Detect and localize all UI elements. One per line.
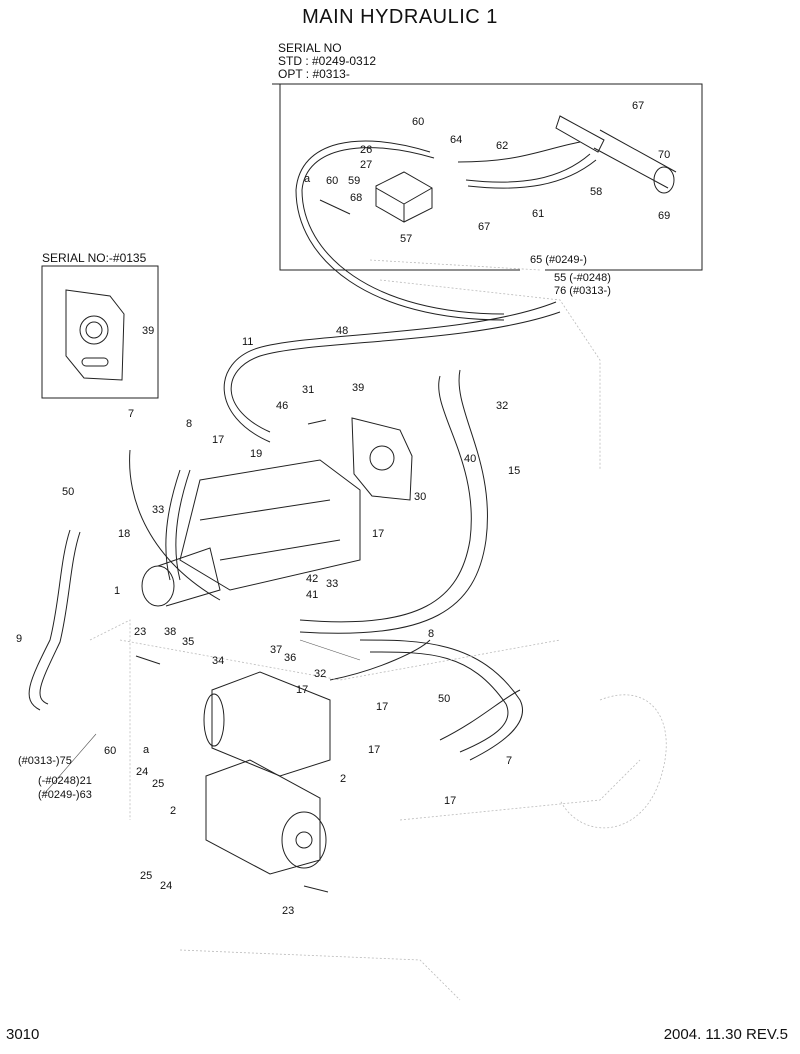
serial-inset-frame <box>272 83 703 271</box>
callout: 8 <box>428 628 435 640</box>
serial-heading: SERIAL NO <box>278 41 342 55</box>
hose-50 <box>439 689 521 741</box>
callout: 24 <box>160 880 173 892</box>
callout: 60 <box>412 116 425 128</box>
inset-hose-62 <box>457 141 581 163</box>
callout: 30 <box>414 491 427 503</box>
inset-hose-60 <box>295 140 505 321</box>
serial-std: STD : #0249-0312 <box>278 54 377 68</box>
callout: 2 <box>340 773 347 785</box>
gasket-main <box>351 417 413 501</box>
cylinder-body <box>593 129 677 189</box>
callout: 64 <box>450 134 463 146</box>
callout: 41 <box>306 589 319 601</box>
callout: 67 <box>478 221 491 233</box>
gear-pump-upper <box>211 671 331 777</box>
callout: 67 <box>632 100 645 112</box>
callout: 9 <box>16 633 23 645</box>
callout: 39 <box>142 325 155 337</box>
callout: 50 <box>62 486 75 498</box>
callout: 59 <box>348 175 361 187</box>
callout: 61 <box>532 208 545 220</box>
callout: 55 (-#0248) <box>554 272 611 284</box>
callout: 70 <box>658 149 671 161</box>
callout: 35 <box>182 636 195 648</box>
inset-hose-61 <box>465 153 591 183</box>
small-inset-frame <box>41 265 159 399</box>
callout: 19 <box>250 448 263 460</box>
callout: 2 <box>170 805 177 817</box>
callout: 18 <box>118 528 131 540</box>
callout: 34 <box>212 655 225 667</box>
callout: 25 <box>140 870 153 882</box>
callout: 31 <box>302 384 315 396</box>
gear-pump-lower <box>205 759 321 875</box>
revision-date: 2004. 11.30 REV.5 <box>663 1026 788 1043</box>
callout: 42 <box>306 573 319 585</box>
hose-11 <box>230 311 561 433</box>
serial-small: SERIAL NO:-#0135 <box>42 251 147 265</box>
callout: 60 <box>104 745 117 757</box>
callout: 17 <box>296 684 309 696</box>
callout: 62 <box>496 140 509 152</box>
callout: 17 <box>376 701 389 713</box>
hose-15 <box>299 375 472 623</box>
callout: 27 <box>360 159 373 171</box>
callout: 25 <box>152 778 165 790</box>
callout: 17 <box>444 795 457 807</box>
hose-9 <box>28 529 71 711</box>
callout: 17 <box>372 528 385 540</box>
callout: (-#0248)21 <box>38 775 92 787</box>
serial-opt: OPT : #0313- <box>278 67 350 81</box>
callout: 58 <box>590 186 603 198</box>
callout: 17 <box>368 744 381 756</box>
callout: 39 <box>352 382 365 394</box>
callout: 76 (#0313-) <box>554 285 611 297</box>
callout: 23 <box>282 905 295 917</box>
hose-8 <box>329 639 431 681</box>
callout: (#0249-)63 <box>38 789 92 801</box>
callout: 32 <box>314 668 327 680</box>
callout: 65 (#0249-) <box>530 254 587 266</box>
callout: 15 <box>508 465 521 477</box>
page-title: MAIN HYDRAULIC 1 <box>302 6 498 28</box>
callout: 7 <box>128 408 135 420</box>
page-number: 3010 <box>6 1026 40 1043</box>
callout: 7 <box>506 755 513 767</box>
callout-letter: a <box>304 173 311 185</box>
callout: 23 <box>134 626 147 638</box>
callout: 24 <box>136 766 149 778</box>
callout: 32 <box>496 400 509 412</box>
callout: 68 <box>350 192 363 204</box>
callout: 57 <box>400 233 413 245</box>
callout: 33 <box>152 504 165 516</box>
callout: (#0313-)75 <box>18 755 72 767</box>
callout: 37 <box>270 644 283 656</box>
gasket-plate <box>65 289 125 381</box>
callout: 50 <box>438 693 451 705</box>
callout: 40 <box>464 453 477 465</box>
callout: 60 <box>326 175 339 187</box>
callout: 36 <box>284 652 297 664</box>
callout: 69 <box>658 210 671 222</box>
valve-block <box>375 171 433 223</box>
callout: 1 <box>114 585 121 597</box>
callout-letter: a <box>143 744 150 756</box>
callout: 48 <box>336 325 349 337</box>
callout: 46 <box>276 400 289 412</box>
callout: 11 <box>242 336 254 348</box>
callout: 33 <box>326 578 339 590</box>
main-pump <box>179 459 361 591</box>
callout: 38 <box>164 626 177 638</box>
callout: 8 <box>186 418 193 430</box>
serial-block: SERIAL NO STD : #0249-0312 OPT : #0313- <box>278 42 376 81</box>
hose-7 <box>129 449 221 601</box>
callout: 17 <box>212 434 225 446</box>
callout: 26 <box>360 144 373 156</box>
hose-33 <box>165 469 181 581</box>
